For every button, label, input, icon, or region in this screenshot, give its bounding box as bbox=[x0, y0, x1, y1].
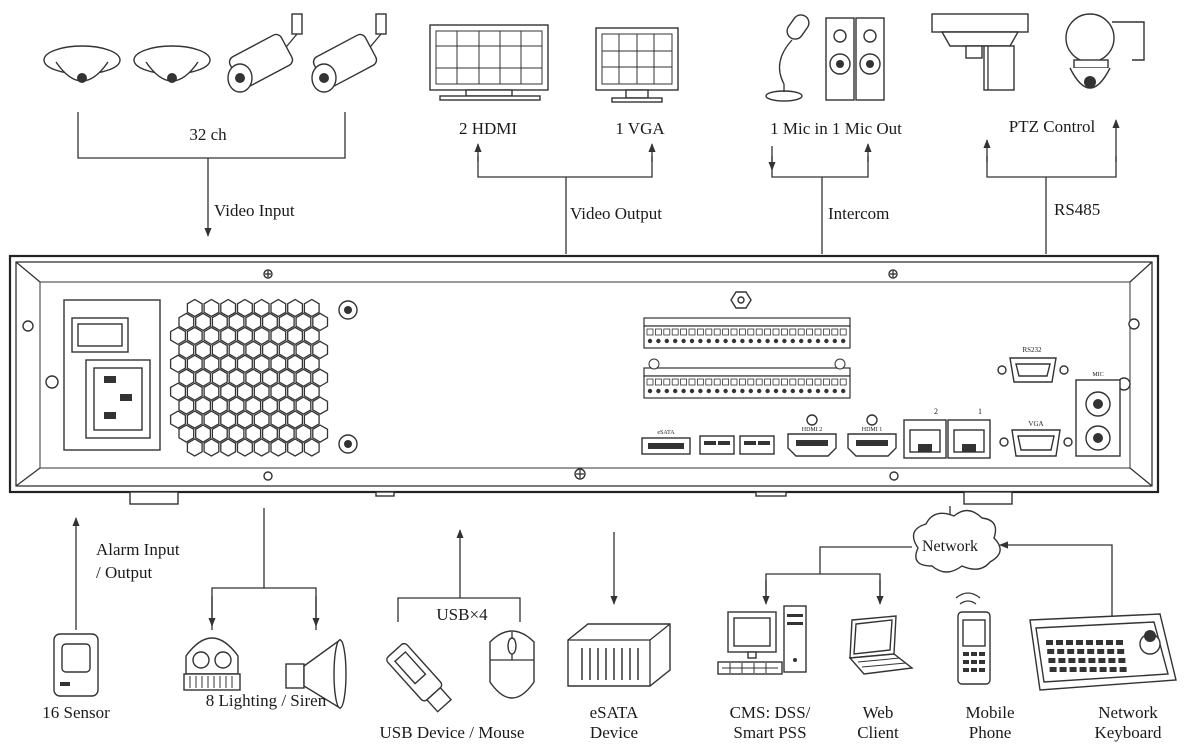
network-keyboard-icon bbox=[1029, 613, 1177, 691]
vga-monitor-icon bbox=[595, 27, 679, 103]
dome-camera-icon bbox=[43, 45, 121, 83]
cms-pc-icon bbox=[717, 605, 807, 675]
sensor-label: 16 Sensor bbox=[42, 703, 110, 722]
bullet-camera-icon bbox=[227, 13, 303, 93]
mic-label: 1 Mic in 1 Mic Out bbox=[770, 119, 902, 138]
mobile-label-1: Mobile bbox=[965, 703, 1014, 722]
svg-text:Network: Network bbox=[922, 538, 978, 555]
intercom-label: Intercom bbox=[828, 204, 889, 223]
svg-text:HDMI 1: HDMI 1 bbox=[862, 427, 883, 433]
nvr-rear-panel: eSATA HDMI 2 HDMI 1 2 bbox=[8, 254, 1160, 505]
usb-devices-label: USB Device / Mouse bbox=[380, 723, 525, 742]
usb-port[interactable] bbox=[739, 435, 775, 455]
screw-icon bbox=[263, 269, 273, 279]
svg-text:HDMI 2: HDMI 2 bbox=[802, 427, 823, 433]
microphone-icon bbox=[765, 14, 810, 102]
esata-port[interactable]: eSATA bbox=[641, 430, 691, 455]
hdmi-monitor-icon bbox=[429, 24, 549, 101]
hdmi-port-2[interactable]: HDMI 2 bbox=[787, 414, 837, 457]
warning-light-icon bbox=[183, 637, 241, 691]
alarm-io-label-1: Alarm Input bbox=[96, 540, 180, 559]
screw-icon bbox=[574, 468, 586, 480]
ptz-control-label: PTZ Control bbox=[1009, 117, 1096, 136]
keyboard-label-2: Keyboard bbox=[1094, 723, 1162, 742]
power-supply-block bbox=[63, 299, 161, 451]
screw-icon bbox=[888, 269, 898, 279]
network-cloud-icon: Network bbox=[912, 509, 1001, 573]
mouse-icon bbox=[489, 630, 535, 699]
nut-icon bbox=[730, 291, 752, 309]
esata-label-1: eSATA bbox=[590, 703, 639, 722]
screw-icon bbox=[338, 434, 358, 454]
laptop-icon bbox=[848, 615, 914, 675]
alarm-io-label-2: / Output bbox=[96, 563, 152, 582]
esata-enclosure-icon bbox=[567, 623, 671, 687]
hdmi-count-label: 2 HDMI bbox=[459, 119, 517, 138]
video-output-label: Video Output bbox=[570, 204, 662, 223]
vga-port[interactable]: VGA bbox=[999, 420, 1073, 457]
svg-text:eSATA: eSATA bbox=[657, 430, 675, 436]
keyboard-label-1: Network bbox=[1098, 703, 1158, 722]
dome-camera-icon bbox=[133, 45, 211, 83]
video-input-label: Video Input bbox=[214, 201, 295, 220]
screw-icon bbox=[338, 300, 358, 320]
mobile-phone-icon bbox=[955, 592, 991, 685]
rs485-label: RS485 bbox=[1054, 200, 1100, 219]
cameras-count-label: 32 ch bbox=[189, 125, 227, 144]
svg-text:MIC: MIC bbox=[1092, 372, 1103, 378]
usb-port[interactable] bbox=[699, 435, 735, 455]
cms-label-2: Smart PSS bbox=[733, 723, 806, 742]
alarm-terminal-block bbox=[643, 317, 851, 399]
cms-label-1: CMS: DSS/ bbox=[730, 703, 811, 722]
mobile-label-2: Phone bbox=[969, 723, 1012, 742]
bullet-camera-icon bbox=[311, 13, 387, 93]
lan-port-1[interactable]: 1 bbox=[947, 407, 991, 459]
siren-horn-icon bbox=[285, 638, 347, 710]
audio-ports[interactable]: MIC bbox=[1075, 372, 1121, 457]
lighting-label: 8 Lighting / Siren bbox=[206, 691, 327, 710]
svg-text:1: 1 bbox=[978, 407, 982, 416]
sensor-icon bbox=[53, 633, 99, 697]
ptz-box-camera-icon bbox=[931, 13, 1029, 91]
esata-label-2: Device bbox=[590, 723, 638, 742]
hdmi-port-1[interactable]: HDMI 1 bbox=[847, 414, 897, 457]
speaker-icon bbox=[825, 17, 885, 101]
vga-count-label: 1 VGA bbox=[615, 119, 665, 138]
svg-text:2: 2 bbox=[934, 407, 938, 416]
rs232-port[interactable]: RS232 bbox=[997, 346, 1069, 383]
web-client-label-1: Web bbox=[863, 703, 894, 722]
lan-port-2[interactable]: 2 bbox=[903, 407, 947, 459]
ptz-dome-camera-icon bbox=[1065, 13, 1145, 89]
web-client-label-2: Client bbox=[857, 723, 899, 742]
svg-text:VGA: VGA bbox=[1028, 420, 1043, 428]
fan-grille bbox=[169, 298, 329, 457]
usb-stick-icon bbox=[386, 642, 453, 713]
usb-count-label: USB×4 bbox=[436, 605, 488, 624]
svg-text:RS232: RS232 bbox=[1022, 346, 1042, 354]
